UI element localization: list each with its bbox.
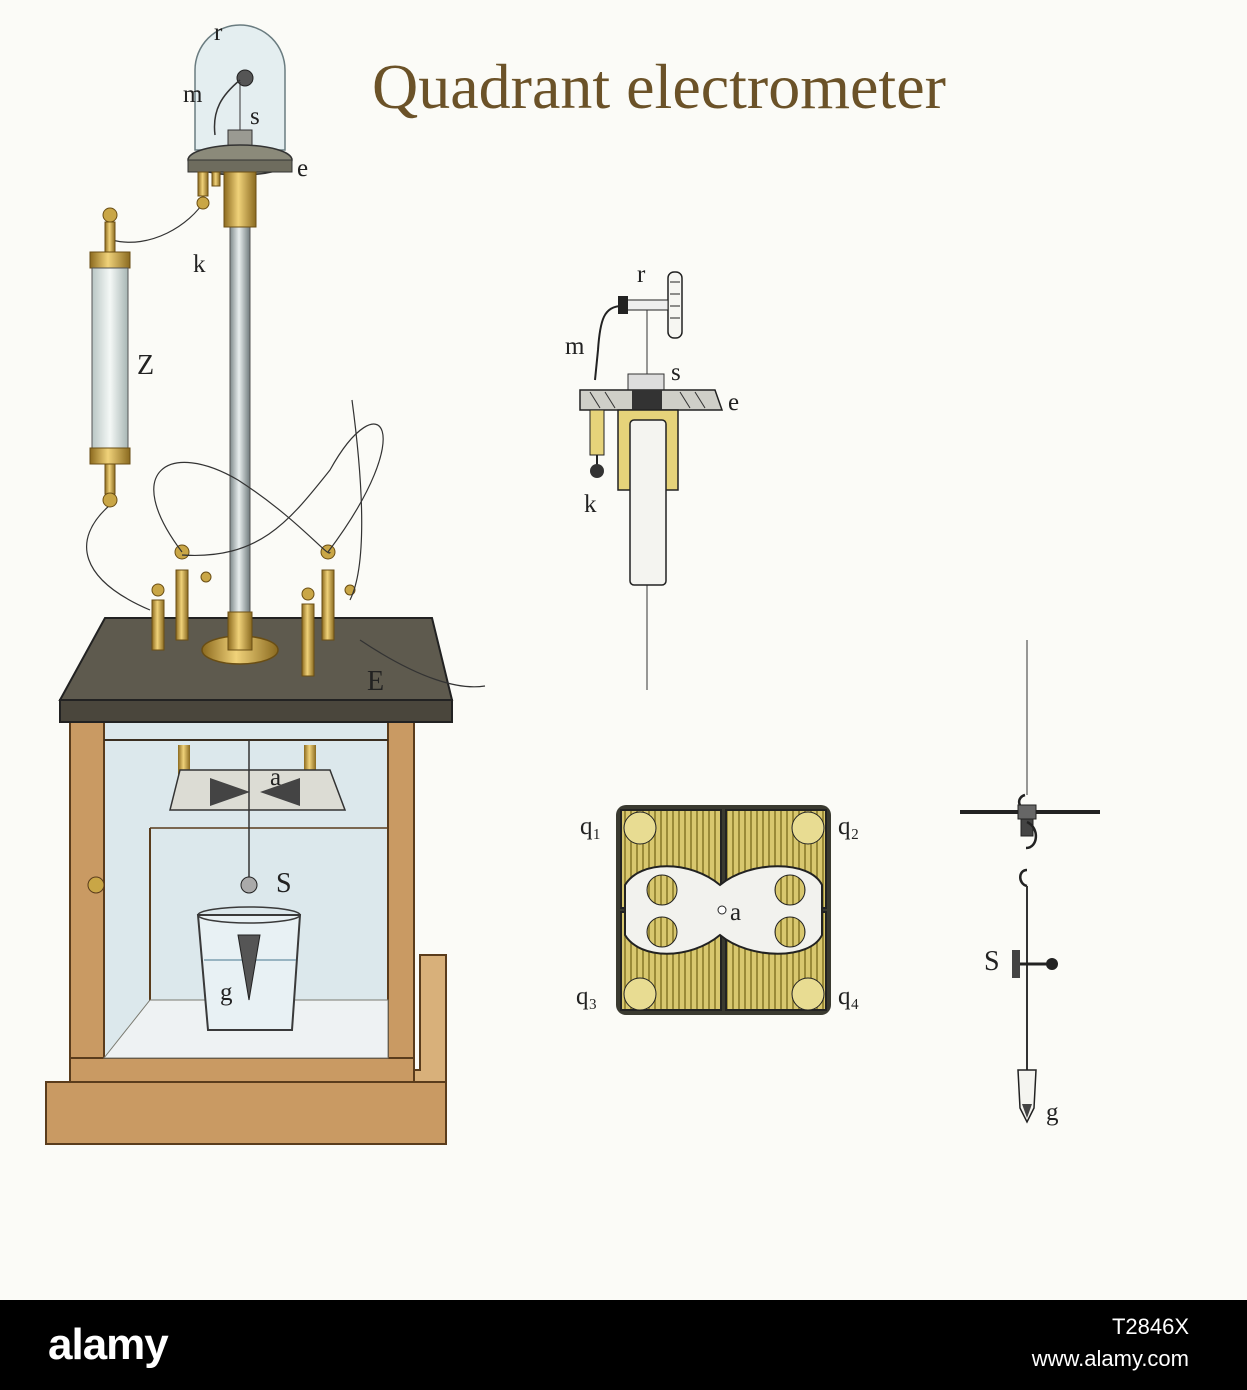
needle-mirror-S (1012, 950, 1020, 978)
label-main-S: S (276, 868, 292, 899)
suspension-tube (229, 221, 251, 623)
detail-needle-suspension (960, 640, 1100, 1124)
watermark-site: www.alamy.com (1031, 1346, 1189, 1371)
label-main-r: r (214, 19, 223, 46)
label-detail-k: k (584, 491, 597, 518)
label-main-k: k (193, 251, 206, 278)
case-mirror-S (240, 876, 258, 894)
needle-vane-g (1017, 1069, 1037, 1124)
label-main-e: e (297, 155, 309, 182)
detail-quadrants (616, 805, 831, 1015)
label-detail-m: m (565, 333, 585, 360)
watermark-image-id: T2846X (1111, 1314, 1189, 1339)
case-latch (87, 876, 105, 894)
damping-vane-g (237, 934, 261, 1001)
label-main-m: m (183, 81, 203, 108)
label-q2: q₂ (838, 813, 860, 840)
illustration (45, 24, 1100, 1145)
case-frame-left (69, 717, 105, 1083)
detail-glass-tube (629, 419, 667, 586)
label-main-s: s (250, 103, 260, 130)
case-quadrants (169, 769, 347, 811)
label-q4: q₄ (838, 983, 860, 1010)
detail-contact-k (590, 464, 604, 478)
connecting-wires (86, 199, 486, 688)
label-main-a: a (270, 764, 282, 791)
label-detail-r: r (637, 261, 646, 288)
label-detail-s: s (671, 359, 681, 386)
label-main-g: g (220, 979, 233, 1006)
detail-torsion-head (579, 271, 724, 690)
label-detail-e: e (728, 389, 740, 416)
case-frame-right (387, 717, 415, 1083)
watermark-brand-logo: alamy (48, 1320, 169, 1369)
label-q1: q₁ (580, 813, 602, 840)
slab-terminals (151, 544, 356, 677)
wooden-base (45, 1081, 447, 1145)
label-quadrant-a: a (730, 899, 742, 926)
label-q3: q₃ (576, 983, 598, 1010)
contact-k (196, 196, 210, 210)
label-needle-S: S (984, 946, 1000, 977)
main-apparatus (45, 24, 486, 1145)
label-main-E: E (367, 666, 385, 697)
watermark-footer: alamy T2846X www.alamy.com (0, 1300, 1247, 1390)
zamboni-pile-Z (89, 207, 131, 508)
label-needle-g: g (1046, 1099, 1059, 1126)
detail-wire-m (594, 305, 623, 381)
bell-jar-head (187, 24, 293, 228)
torsion-head-r (236, 69, 254, 87)
plate-title: Quadrant electrometer (372, 51, 946, 122)
case-frame-bottom (69, 1057, 415, 1083)
label-main-Z: Z (137, 350, 155, 381)
